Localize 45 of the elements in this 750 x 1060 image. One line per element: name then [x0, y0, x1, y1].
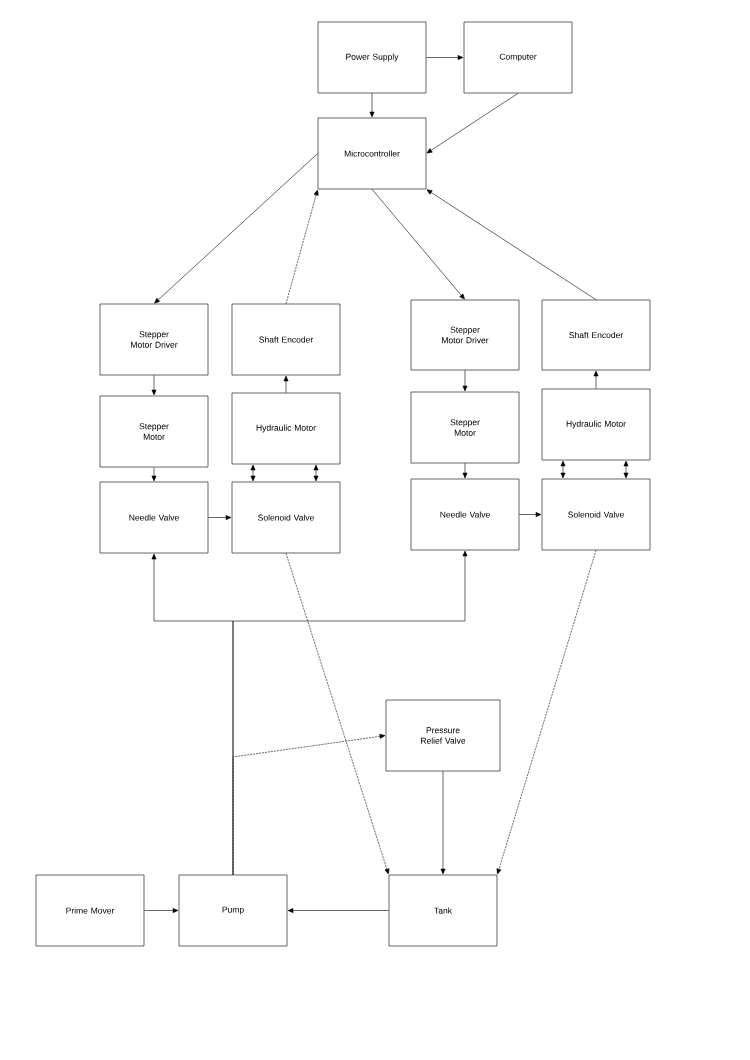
process-box: Hydraulic Motor [541, 388, 651, 461]
arrow [496, 550, 597, 875]
arrow [151, 467, 157, 482]
arrow [313, 464, 319, 482]
arrow [426, 93, 519, 154]
arrow [232, 733, 386, 875]
process-box: Hydraulic Motor [231, 392, 341, 465]
arrow [593, 370, 599, 389]
process-box: Needle Valve [99, 481, 209, 554]
process-box: Stepper Motor [410, 391, 520, 464]
process-box: Stepper Motor Driver [99, 303, 209, 376]
arrow [151, 375, 157, 396]
process-box: Computer [463, 21, 573, 94]
arrow [462, 463, 468, 479]
process-box: Solenoid Valve [231, 481, 341, 554]
arrow [560, 460, 566, 479]
arrow [285, 553, 390, 875]
process-box: Shaft Encoder [231, 303, 341, 376]
process-box: Stepper Motor [99, 395, 209, 468]
process-box: Microcontroller [317, 117, 427, 190]
process-box: Solenoid Valve [541, 478, 651, 551]
arrow [208, 515, 232, 520]
arrow [369, 93, 375, 118]
arrow [154, 153, 318, 304]
arrow [426, 55, 464, 60]
arrow [250, 464, 256, 482]
arrow [371, 189, 465, 300]
arrow [285, 189, 319, 304]
process-box: Stepper Motor Driver [410, 299, 520, 371]
process-box: Shaft Encoder [541, 299, 651, 371]
arrow [144, 908, 179, 913]
arrow [462, 370, 468, 392]
process-box: Power Supply [317, 21, 427, 94]
process-box: Pump [178, 874, 288, 947]
arrow [283, 375, 289, 393]
process-box: Pressure Relief Valve [385, 699, 501, 772]
arrow [440, 771, 446, 875]
process-box: Needle Valve [410, 478, 520, 551]
arrow [232, 550, 468, 875]
arrow [287, 908, 389, 913]
arrow [519, 512, 542, 517]
arrow [426, 189, 597, 300]
process-box: Prime Mover [35, 874, 145, 947]
arrow [623, 460, 629, 479]
process-box: Tank [388, 874, 498, 947]
